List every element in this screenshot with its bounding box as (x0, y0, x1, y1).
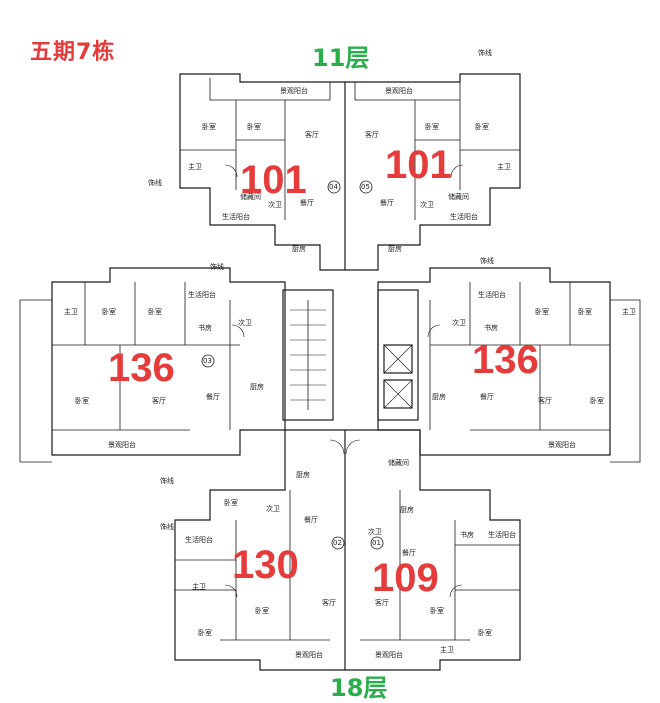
room-label: 主卫 (622, 308, 636, 316)
room-label: 卧室 (202, 123, 216, 131)
room-label: 景观阳台 (295, 651, 323, 659)
room-label: 景观阳台 (385, 87, 413, 95)
room-label: 生活阳台 (222, 213, 250, 221)
room-label: 卧室 (478, 629, 492, 637)
room-label: 客厅 (375, 599, 389, 607)
unit-area-w: 136 (108, 346, 175, 390)
room-label: 书房 (484, 324, 498, 332)
room-label: 客厅 (365, 131, 379, 139)
room-label: 储藏间 (388, 459, 409, 467)
room-label: 储藏间 (240, 193, 261, 201)
room-label: 卧室 (148, 308, 162, 316)
room-label: 生活阳台 (488, 531, 516, 539)
room-label: 饰线 (160, 477, 174, 485)
room-label: 卧室 (475, 123, 489, 131)
room-label: 卧室 (578, 308, 592, 316)
room-label: 卧室 (255, 607, 269, 615)
unit-area-ne: 101 (385, 143, 452, 187)
room-label: 景观阳台 (375, 651, 403, 659)
room-label: 厨房 (388, 245, 402, 253)
room-label: 客厅 (538, 397, 552, 405)
room-label: 卧室 (430, 607, 444, 615)
unit-number-03: 03 (203, 357, 212, 365)
room-label: 厨房 (400, 506, 414, 514)
room-label: 餐厅 (402, 549, 416, 557)
room-label: 饰线 (480, 257, 494, 265)
unit-number-02: 02 (333, 539, 342, 547)
unit-number-01: 01 (372, 539, 381, 547)
room-label: 卧室 (224, 499, 238, 507)
room-label: 景观阳台 (548, 441, 576, 449)
room-label: 厨房 (296, 471, 310, 479)
unit-number-04: 04 (329, 183, 338, 191)
room-label: 主卫 (192, 583, 206, 591)
room-label: 主卫 (64, 308, 78, 316)
room-label: 景观阳台 (108, 441, 136, 449)
room-label: 餐厅 (380, 199, 394, 207)
room-label: 卧室 (535, 308, 549, 316)
room-label: 生活阳台 (185, 536, 213, 544)
room-label: 客厅 (305, 131, 319, 139)
room-label: 主卫 (497, 163, 511, 171)
room-label: 卧室 (247, 123, 261, 131)
building-title: 五期7栋 (30, 40, 116, 65)
room-label: 次卫 (266, 505, 280, 513)
unit-area-e: 136 (472, 338, 539, 382)
room-label: 餐厅 (480, 393, 494, 401)
room-label: 厨房 (250, 383, 264, 391)
room-label: 客厅 (322, 599, 336, 607)
room-label: 卧室 (198, 629, 212, 637)
room-label: 饰线 (478, 49, 492, 57)
room-label: 生活阳台 (478, 291, 506, 299)
unit-area-sw: 130 (232, 543, 299, 587)
room-label: 主卫 (440, 646, 454, 654)
room-label: 饰线 (148, 179, 162, 187)
room-label: 卧室 (102, 308, 116, 316)
room-label: 饰线 (210, 263, 224, 271)
room-label: 卧室 (425, 123, 439, 131)
room-label: 次卫 (368, 528, 382, 536)
room-label: 饰线 (160, 523, 174, 531)
room-label: 餐厅 (300, 199, 314, 207)
room-label: 主卫 (188, 163, 202, 171)
room-label: 次卫 (420, 201, 434, 209)
room-label: 生活阳台 (450, 213, 478, 221)
room-label: 书房 (460, 531, 474, 539)
unit-area-se: 109 (372, 556, 439, 600)
floor-label-top: 11层 (312, 44, 370, 72)
room-label: 次卫 (238, 319, 252, 327)
room-label: 书房 (198, 324, 212, 332)
room-label: 客厅 (152, 397, 166, 405)
room-label: 次卫 (268, 201, 282, 209)
floor-label-bottom: 18层 (330, 674, 388, 702)
room-label: 厨房 (292, 245, 306, 253)
room-label: 餐厅 (206, 393, 220, 401)
unit-area-nw: 101 (240, 158, 307, 202)
room-label: 次卫 (452, 319, 466, 327)
room-label: 生活阳台 (188, 291, 216, 299)
room-label: 储藏间 (448, 193, 469, 201)
room-label: 餐厅 (304, 516, 318, 524)
room-label: 卧室 (75, 397, 89, 405)
room-label: 厨房 (432, 393, 446, 401)
unit-number-05: 05 (361, 183, 370, 191)
room-label: 景观阳台 (280, 87, 308, 95)
room-label: 卧室 (590, 397, 604, 405)
